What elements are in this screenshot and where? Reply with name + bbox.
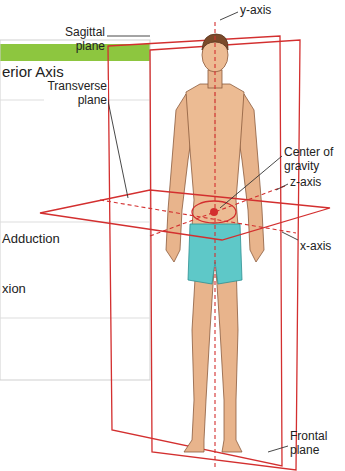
center-of-gravity-ring [192, 201, 236, 223]
z-axis-line [150, 186, 285, 236]
frontal-plane [108, 36, 282, 466]
axis-label: x-axis [300, 240, 331, 254]
y-axis-line [214, 22, 215, 468]
sagittal-plane [150, 40, 300, 470]
plane-label: Sagittal plane [50, 26, 105, 54]
plane-label: Transverse plane [44, 80, 108, 108]
axis-label: z-axis [290, 176, 321, 190]
table-header-bar [0, 44, 150, 61]
axis-label: y-axis [240, 4, 271, 18]
table-cell-text: erior Axis [2, 63, 64, 80]
plane-label: Frontal plane [290, 430, 340, 458]
plane-outlines [108, 36, 300, 470]
table-cell-text: xion [2, 282, 26, 297]
table-cell-text: Adduction [2, 232, 60, 247]
point-label: Center of gravity [284, 146, 342, 174]
transverse-plane [40, 190, 330, 240]
table-rule [0, 318, 150, 319]
leader-lines [107, 12, 298, 452]
axes [100, 22, 296, 468]
x-axis-line [100, 200, 296, 233]
center-of-gravity-dot [210, 208, 218, 216]
